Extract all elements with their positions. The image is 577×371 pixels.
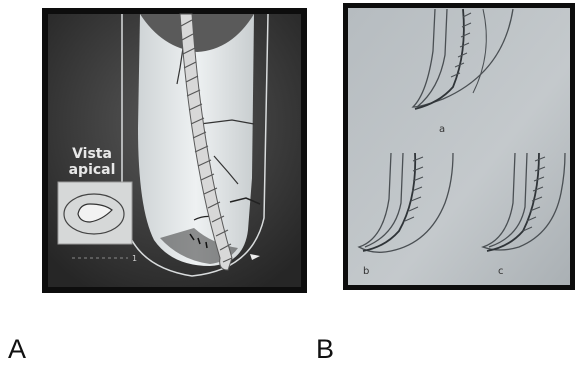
figure-panel-b: a b (343, 3, 575, 290)
sketch-a-label: a (439, 124, 445, 135)
sketch-c-label: c (498, 266, 504, 277)
inset-title-line1: Vista (72, 146, 112, 162)
sketch-b-label: b (363, 266, 369, 277)
figure-panel-a: Vista apical 1 (42, 8, 307, 293)
panel-b-background (348, 8, 570, 285)
root-canal-illustration: Vista apical 1 (42, 8, 307, 293)
caption-b: B (316, 336, 334, 363)
file-tip-sketches: a b (343, 3, 575, 290)
inset-title-line2: apical (69, 162, 116, 178)
scale-marker: 1 (132, 254, 137, 263)
caption-a: A (8, 336, 26, 363)
